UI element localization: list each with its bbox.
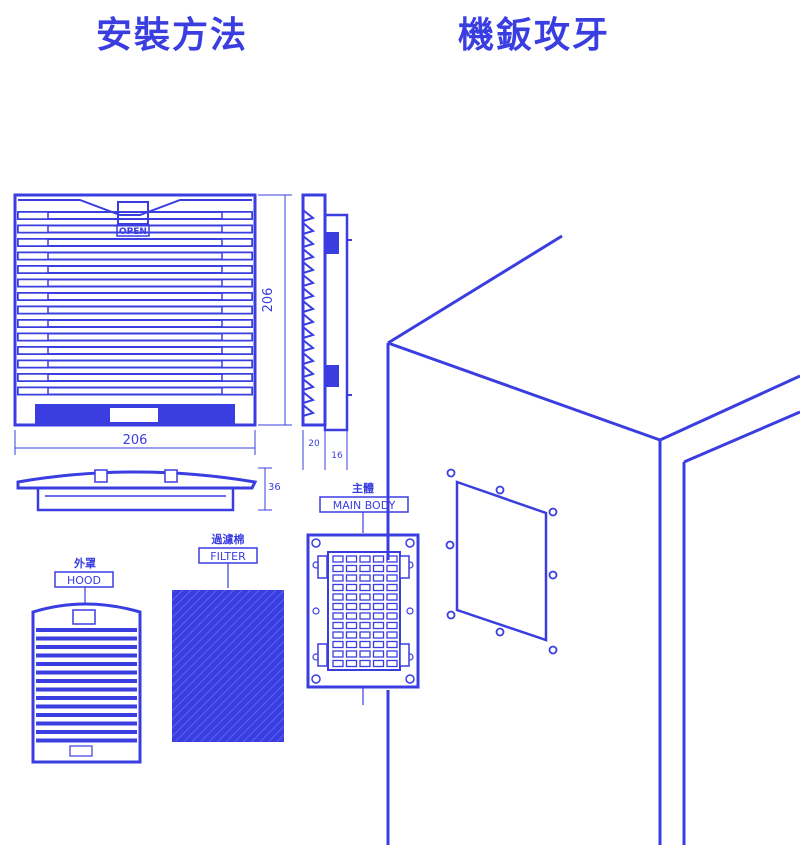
side-depth-b: 16 [331, 451, 343, 461]
front-view-top-curve [18, 199, 252, 216]
top-view: 36 [16, 467, 281, 512]
main-body-label-zh: 主體 [352, 481, 374, 495]
main-body-part: 主體 MAIN BODY [306, 481, 420, 845]
title-panel-tapping: 機鈑攻牙 [458, 15, 611, 56]
cabinet [386, 234, 800, 845]
side-depth-a: 20 [308, 439, 320, 449]
height-dimension: 206 [261, 288, 276, 313]
top-view-hood [16, 470, 258, 490]
title-installation-method: 安裝方法 [96, 15, 249, 56]
front-view-bottom-window [110, 408, 158, 422]
hood-depth-dimension: 36 [268, 482, 281, 493]
panel-cutout [455, 480, 548, 642]
hood-outline [31, 602, 142, 764]
side-clip-top [325, 232, 339, 254]
hood-label-zh: 外罩 [73, 556, 96, 570]
filter-label-zh: 過濾棉 [211, 532, 245, 546]
filter-part: 過濾棉 FILTER [172, 532, 284, 742]
side-view: 20 16 [301, 193, 352, 470]
hood-part: 外罩 HOOD [31, 556, 142, 764]
front-view-slats [17, 211, 253, 396]
hood-label-en: HOOD [67, 574, 101, 587]
top-view-body [36, 486, 235, 512]
front-view: OPEN 206 206 [13, 193, 292, 455]
side-clip-bottom [325, 365, 339, 387]
filter-label-en: FILTER [210, 550, 246, 563]
main-body-label-en: MAIN BODY [333, 499, 396, 512]
side-view-body [323, 213, 349, 432]
width-dimension: 206 [123, 433, 148, 448]
filter-pad [172, 590, 284, 742]
